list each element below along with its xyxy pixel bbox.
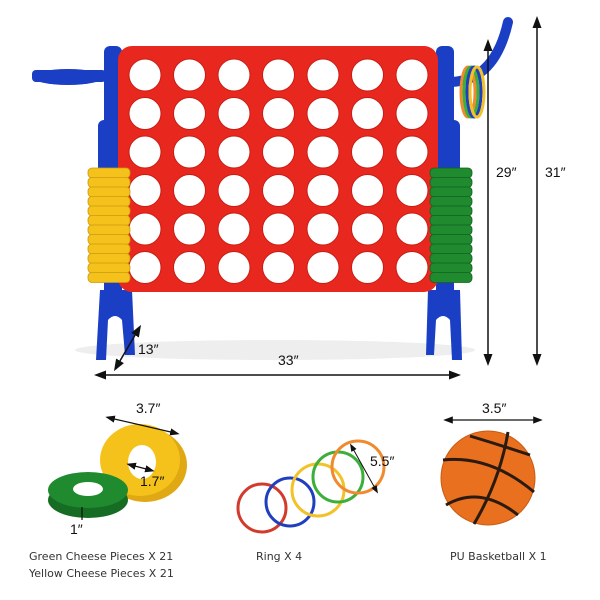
rings-caption: Ring X 4 (256, 550, 303, 563)
cheese-thickness-label: 1″ (70, 521, 83, 537)
depth-label: 13″ (138, 341, 159, 357)
ring-diameter-label: 5.5″ (370, 453, 395, 469)
cheese-pieces-image (48, 415, 187, 520)
yellow-piece-stack (87, 167, 131, 283)
total-height-label: 31″ (545, 164, 566, 180)
depth-arrow (113, 324, 142, 372)
cheese-inner-diameter-label: 1.7″ (140, 473, 165, 489)
rings-image (236, 439, 386, 534)
yellow-pieces-caption: Yellow Cheese Pieces X 21 (29, 567, 174, 580)
cheese-outer-diameter-label: 3.7″ (136, 400, 161, 416)
green-piece-stack (429, 167, 473, 283)
basketball-caption: PU Basketball X 1 (450, 550, 547, 563)
game-grid (118, 46, 438, 292)
green-pieces-caption: Green Cheese Pieces X 21 (29, 550, 174, 563)
width-label: 33″ (278, 352, 299, 368)
basketball-image (440, 416, 543, 526)
basketball-diameter-label: 3.5″ (482, 400, 507, 416)
frame-height-label: 29″ (496, 164, 517, 180)
